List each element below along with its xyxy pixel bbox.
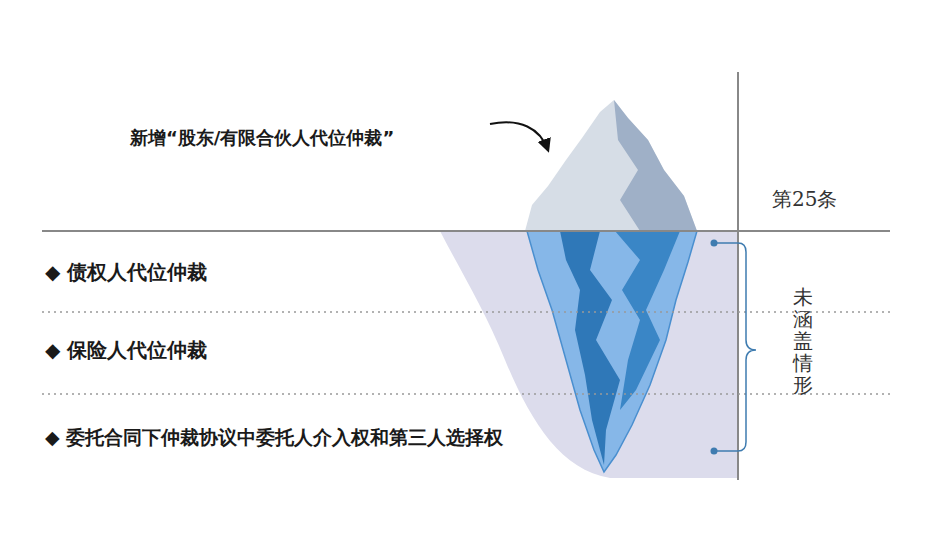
bullet-item: ◆ 委托合同下仲裁协议中委托人介入权和第三人选择权 — [45, 425, 503, 451]
water-line — [42, 230, 890, 232]
bracket-dot — [711, 240, 718, 247]
bullet-item: ◆ 保险人代位仲裁 — [45, 337, 207, 364]
row-separator — [42, 393, 890, 395]
iceberg-shade — [615, 231, 680, 410]
iceberg-shade — [560, 231, 620, 465]
iceberg-underwater — [527, 231, 697, 472]
bracket-dot — [711, 448, 718, 455]
iceberg-tip — [525, 100, 697, 231]
bracket-label: 未涵盖情形 — [793, 286, 813, 396]
iceberg-tip-shade — [614, 100, 697, 231]
pointer-arrow — [490, 122, 548, 150]
row-separator — [42, 311, 890, 313]
callout-title: 新增“股东/有限合伙人代位仲裁” — [130, 126, 394, 150]
divider-line — [737, 72, 739, 480]
bracket — [714, 243, 756, 451]
bullet-item: ◆ 债权人代位仲裁 — [45, 259, 207, 286]
article-label: 第25条 — [772, 186, 837, 213]
